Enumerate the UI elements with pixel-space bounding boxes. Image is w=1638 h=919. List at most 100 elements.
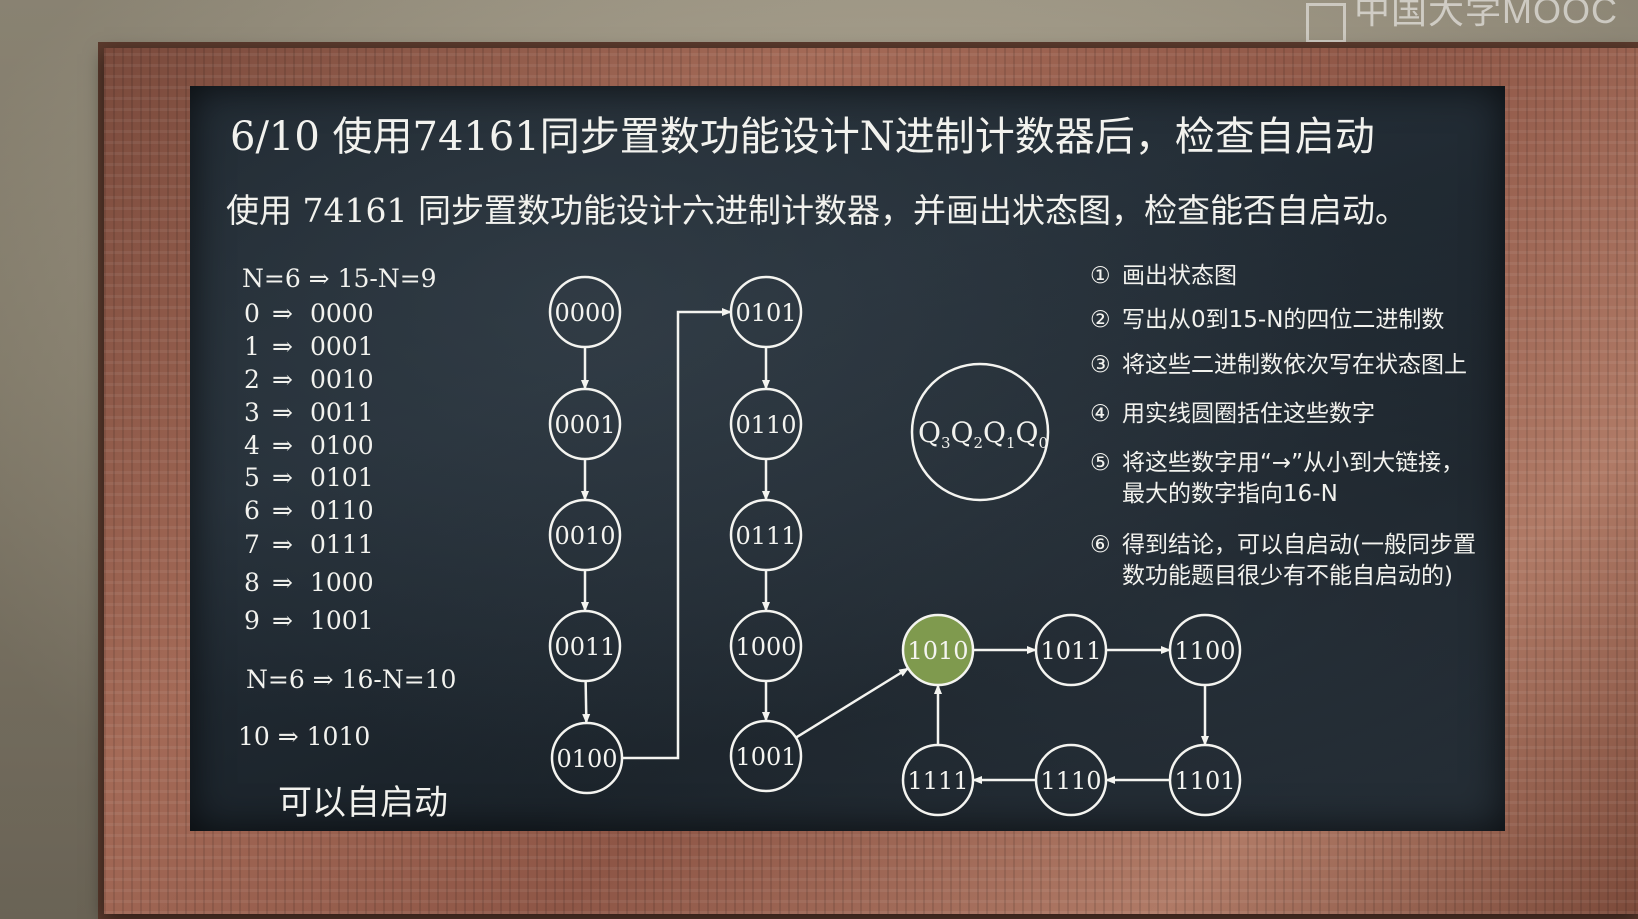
state-circle <box>729 498 803 572</box>
mapping-dec: 5 <box>244 463 260 492</box>
step-text: 将这些数字用“→”从小到大链接， <box>1122 450 1464 476</box>
state-node: 1100 <box>1168 613 1242 687</box>
n-equals-line-1: N=6 ⇒ 15-N=9 <box>242 264 437 293</box>
state-label: 1011 <box>1040 637 1101 665</box>
mapping-arrow: ⇒ <box>272 530 293 559</box>
state-node: 1001 <box>729 719 803 793</box>
state-node: 0010 <box>548 498 622 572</box>
state-label: 1000 <box>735 633 796 661</box>
state-node: 1101 <box>1168 743 1242 817</box>
step-number: ⑤ <box>1090 450 1111 476</box>
mapping-dec: 9 <box>244 606 260 635</box>
legend-q2-sub: 2 <box>973 434 983 452</box>
mapping-bin: 0101 <box>310 463 374 492</box>
mapping-bin: 0000 <box>310 299 374 328</box>
state-circle <box>729 719 803 793</box>
state-node: 0100 <box>550 721 624 795</box>
step-item: ③ 将这些二进制数依次写在状态图上 <box>1090 352 1467 378</box>
state-node: 0111 <box>729 498 803 572</box>
step-text: 写出从0到15-N的四位二进制数 <box>1122 307 1444 333</box>
mapping-dec: 2 <box>244 365 260 394</box>
state-node: 1011 <box>1034 613 1108 687</box>
state-circle <box>550 721 624 795</box>
mapping-bin: 0110 <box>310 496 374 525</box>
mapping-dec: 7 <box>244 530 260 559</box>
mapping-arrow: ⇒ <box>272 299 293 328</box>
mapping-bin: 0100 <box>310 431 374 460</box>
state-circle <box>548 609 622 683</box>
step-item: ② 写出从0到15-N的四位二进制数 <box>1090 307 1444 333</box>
legend-q1-sub: 1 <box>1006 434 1016 452</box>
step-number: ② <box>1090 307 1111 333</box>
legend-node: Q3Q2Q1Q0 <box>910 362 1050 502</box>
step-text: 得到结论，可以自启动(一般同步置 <box>1122 532 1476 558</box>
state-label: 1001 <box>735 743 796 771</box>
state-label: 0000 <box>554 299 615 327</box>
step-text-line-2: 最大的数字指向16-N <box>1122 481 1338 507</box>
state-diagram-edges <box>581 308 1209 784</box>
legend-q3: Q <box>918 416 941 449</box>
conclusion-text: 可以自启动 <box>278 783 448 823</box>
state-circle <box>548 387 622 461</box>
mapping-dec: 3 <box>244 398 260 427</box>
slide-title: 6/10 使用74161同步置数功能设计N进制计数器后，检查自启动 <box>230 114 1375 160</box>
mapping-bin: 1000 <box>310 568 374 597</box>
state-node: 0101 <box>729 275 803 349</box>
state-circle <box>729 275 803 349</box>
mapping-arrow: ⇒ <box>272 496 293 525</box>
state-node: 1110 <box>1034 743 1108 817</box>
mapping-dec: 8 <box>244 568 260 597</box>
state-circle <box>901 743 975 817</box>
mooc-logo-icon <box>1306 3 1346 44</box>
step-text: 用实线圆圈括住这些数字 <box>1122 401 1375 427</box>
state-node: 0001 <box>548 387 622 461</box>
state-label: 1100 <box>1174 637 1235 665</box>
state-label: 0111 <box>735 522 796 550</box>
mapping-arrow: ⇒ <box>272 365 293 394</box>
mapping-arrow: ⇒ <box>272 431 293 460</box>
step-text: 将这些二进制数依次写在状态图上 <box>1122 352 1467 378</box>
mapping-bin: 1001 <box>310 606 374 635</box>
state-label: 1111 <box>907 767 968 795</box>
state-label: 0100 <box>556 745 617 773</box>
state-node: 1000 <box>729 609 803 683</box>
state-circle <box>1034 743 1108 817</box>
step-item: ⑤ 将这些数字用“→”从小到大链接， 最大的数字指向16-N <box>1090 450 1464 507</box>
mapping-arrow: ⇒ <box>272 606 293 635</box>
step-number: ③ <box>1090 352 1111 378</box>
state-circle <box>729 609 803 683</box>
legend-q3-sub: 3 <box>941 434 951 452</box>
state-label: 1010 <box>907 637 968 665</box>
mapping-bin: 0011 <box>310 398 374 427</box>
transition-arrow <box>582 680 591 725</box>
state-label: 0110 <box>735 411 796 439</box>
state-label: 0011 <box>554 633 615 661</box>
step-text-line-2: 数功能题目很少有不能自启动的) <box>1122 563 1453 589</box>
state-circle <box>548 275 622 349</box>
legend-q0-sub: 0 <box>1039 434 1049 452</box>
mapping-bin: 0010 <box>310 365 374 394</box>
problem-statement: 使用 74161 同步置数功能设计六进制计数器，并画出状态图，检查能否自启动。 <box>226 191 1408 230</box>
state-circle <box>1034 613 1108 687</box>
mapping-dec: 0 <box>244 299 260 328</box>
state-node: 0110 <box>729 387 803 461</box>
state-circle <box>548 498 622 572</box>
state-diagram-nodes: 0000000100100011010001010110011110001001… <box>548 275 1242 817</box>
mapping-arrow: ⇒ <box>272 332 293 361</box>
transition-arrow <box>622 308 732 760</box>
state-label: 1110 <box>1040 767 1101 795</box>
mooc-watermark: 中国大学MOOC <box>1306 0 1618 44</box>
mapping-dec: 6 <box>244 496 260 525</box>
step-number: ① <box>1090 263 1111 289</box>
state-node: 0011 <box>548 609 622 683</box>
step-number: ⑥ <box>1090 532 1111 558</box>
transition-arrow <box>795 667 910 739</box>
left-column: N=6 ⇒ 15-N=9 0⇒00001⇒00012⇒00103⇒00114⇒0… <box>238 264 456 823</box>
state-node: 1010 <box>901 613 975 687</box>
